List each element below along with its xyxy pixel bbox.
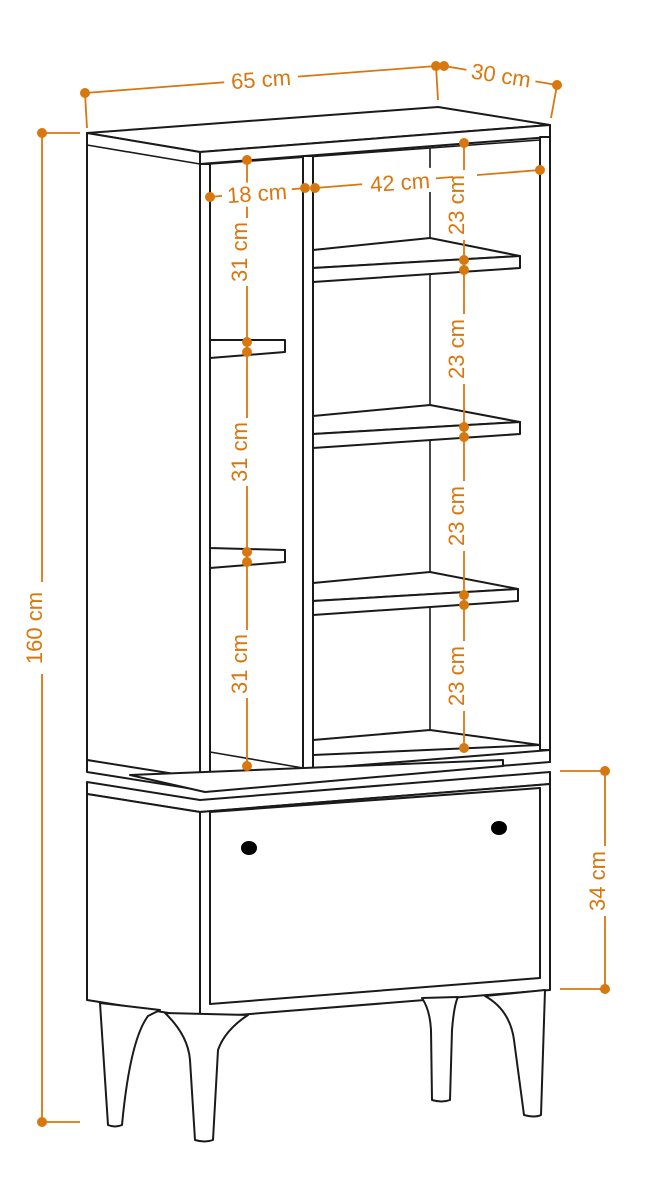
lower-cabinet: [86, 771, 551, 1143]
left-gap-label: 31 cm: [227, 634, 252, 694]
right-gap-label: 23 cm: [444, 646, 469, 706]
left-panel-front-edge: [199, 163, 211, 781]
leg: [484, 989, 546, 1118]
left-gap-label: 31 cm: [227, 222, 252, 282]
depth-label: 30 cm: [470, 58, 533, 92]
cabinet-height-label: 34 cm: [585, 851, 610, 911]
leg: [99, 1002, 161, 1128]
right-gap-label: 23 cm: [444, 175, 469, 235]
drawer-handle-hole: [241, 841, 257, 855]
left-side-panel: [86, 132, 201, 781]
width-label: 65 cm: [230, 65, 292, 94]
lower-left-side: [86, 793, 201, 1019]
right-panel: [539, 136, 551, 751]
leg: [164, 1012, 249, 1143]
upper-cabinet: [86, 106, 551, 793]
right-gap-label: 23 cm: [444, 486, 469, 546]
right-gap-label: 23 cm: [444, 319, 469, 379]
right-width-label: 42 cm: [369, 168, 431, 197]
leg: [421, 996, 459, 1103]
drawer-handle-hole: [491, 821, 507, 835]
divider-panel: [302, 155, 314, 769]
left-width-label: 18 cm: [226, 179, 288, 208]
height-label: 160 cm: [22, 592, 47, 664]
right-bottom-shelf: [312, 729, 541, 756]
drawer-front[interactable]: [209, 787, 541, 1005]
dimension-labels: 65 cm 30 cm 160 cm 18 cm 42 cm 31 cm 31 …: [22, 57, 618, 916]
left-gap-label: 31 cm: [227, 422, 252, 482]
